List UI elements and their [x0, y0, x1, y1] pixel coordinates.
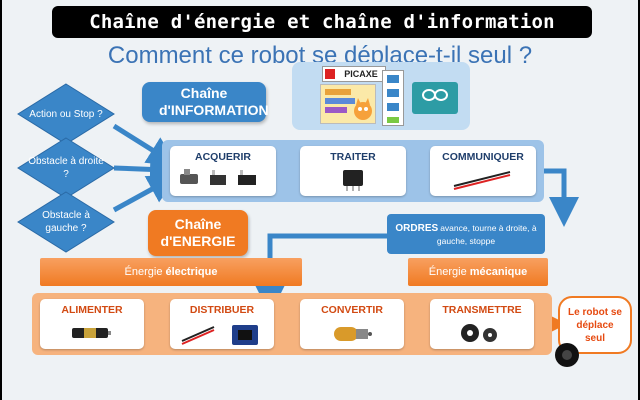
- block-communiquer: COMMUNIQUER: [430, 146, 536, 196]
- input-obstacle-droite: Obstacle à droite ?: [16, 136, 116, 200]
- electrical-energy-prefix: Énergie: [124, 266, 163, 278]
- block-transmettre: TRANSMETTRE: [430, 299, 534, 349]
- picaxe-logo: PICAXE: [322, 66, 386, 82]
- block-acquerir: ACQUERIR: [170, 146, 276, 196]
- energy-chain-label: Chaîne d'ENERGIE: [148, 210, 248, 256]
- block-title: COMMUNIQUER: [442, 151, 524, 163]
- input-label: Obstacle à gauche ?: [42, 210, 90, 234]
- arrow-input-1: [112, 123, 178, 166]
- orders-label: ORDRES: [395, 222, 439, 234]
- motor-icon: [334, 327, 372, 341]
- wheel-icon: [555, 343, 579, 367]
- block-title: ACQUERIR: [194, 151, 251, 163]
- scratch-blocks: [320, 84, 376, 124]
- flowchart-strip: [382, 70, 404, 126]
- arrow-input-3: [112, 174, 179, 213]
- electrical-energy-text: électrique: [165, 266, 218, 278]
- sensors-icon: [180, 169, 256, 185]
- input-label: Obstacle à droite ?: [28, 156, 104, 180]
- block-alimenter: ALIMENTER: [40, 299, 144, 349]
- arrow-comm-down: [538, 168, 579, 227]
- input-obstacle-gauche: Obstacle à gauche ?: [16, 190, 116, 254]
- orders-detail: avance, tourne à droite, à gauche, stopp…: [436, 222, 537, 246]
- driver-board-icon: [181, 325, 258, 345]
- picaxe-text: PICAXE: [344, 69, 378, 79]
- block-title: DISTRIBUER: [189, 304, 255, 316]
- arrow-input-2: [113, 154, 180, 185]
- arduino-infinity-icon: [422, 89, 448, 101]
- energy-chain-text: Chaîne d'ENERGIE: [160, 216, 236, 249]
- block-distribuer: DISTRIBUER: [170, 299, 274, 349]
- microchip-icon: [343, 170, 363, 191]
- block-title: CONVERTIR: [321, 304, 383, 316]
- block-title: TRANSMETTRE: [442, 304, 522, 316]
- battery-icon: [72, 328, 111, 338]
- gears-icon: [461, 324, 497, 342]
- block-convertir: CONVERTIR: [300, 299, 404, 349]
- wires-icon: [453, 171, 511, 190]
- block-title: TRAITER: [330, 151, 376, 163]
- scratch-cat-icon: [354, 98, 372, 120]
- mechanical-energy-prefix: Énergie: [428, 266, 467, 278]
- block-title: ALIMENTER: [61, 304, 123, 316]
- picaxe-mark-icon: [325, 69, 335, 79]
- block-traiter: TRAITER: [300, 146, 406, 196]
- software-panel: PICAXE: [292, 62, 470, 130]
- banner-title: Chaîne d'énergie et chaîne d'information: [89, 11, 555, 33]
- mechanical-energy-text: mécanique: [469, 266, 528, 278]
- title-banner: Chaîne d'énergie et chaîne d'information: [52, 6, 592, 38]
- arduino-logo: [412, 82, 458, 114]
- information-chain-label: Chaîne d'INFORMATION: [142, 82, 269, 122]
- robot-output-text: Le robot se déplace seul: [568, 306, 622, 344]
- input-label: Action ou Stop ?: [29, 108, 103, 120]
- information-chain-text: Chaîne d'INFORMATION: [159, 85, 269, 118]
